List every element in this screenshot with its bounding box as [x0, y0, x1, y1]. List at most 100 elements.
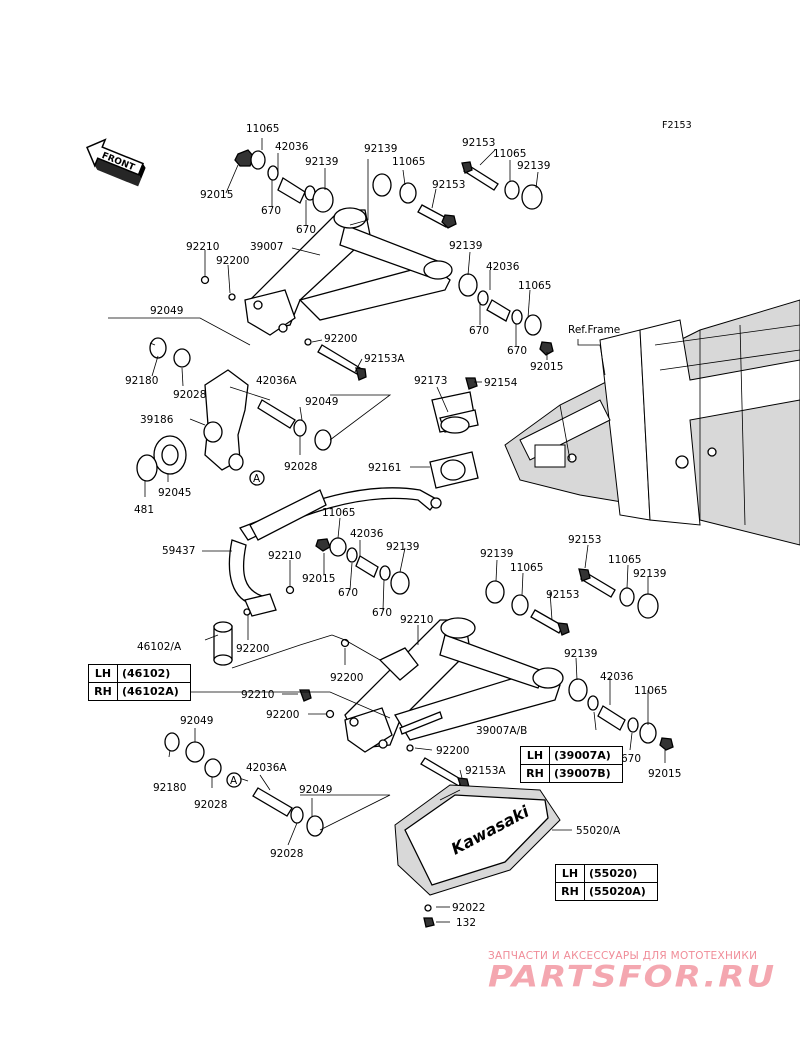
diagram-code: F2153 — [662, 120, 692, 131]
table-cell-part: (39007A) — [549, 746, 623, 765]
callout-c38: 59437 — [162, 545, 195, 557]
table-row: LH (55020) — [555, 864, 658, 883]
callout-c39: 92210 — [268, 550, 301, 562]
callout-c13: 92210 — [186, 241, 219, 253]
callout-c53: 92200 — [330, 672, 363, 684]
table-row: RH (55020A) — [555, 882, 658, 901]
watermark-brand: PARTSFOR.RU — [488, 960, 777, 994]
callout-c3: 92139 — [305, 156, 338, 168]
callout-c48: 92139 — [633, 568, 666, 580]
callout-c1: 11065 — [246, 123, 279, 135]
knuckle-assembly — [136, 337, 332, 482]
front-arrow-icon: FRONT — [86, 138, 146, 187]
callout-c71: 92022 — [452, 902, 485, 914]
callout-c35: 481 — [134, 504, 154, 516]
upper-arm-hardware — [200, 149, 554, 381]
stabilizer-clamps — [429, 377, 479, 489]
callout-c32: 92028 — [284, 461, 317, 473]
callout-c42: 670 — [338, 587, 358, 599]
callout-c20: 670 — [507, 345, 527, 357]
callout-c72: 132 — [456, 917, 476, 929]
marker-m2: A — [230, 775, 238, 787]
callout-c2: 42036 — [275, 141, 309, 153]
callout-c64: 92180 — [153, 782, 186, 794]
table-row: LH (46102) — [88, 664, 191, 683]
callout-c28: 92173 — [414, 375, 447, 387]
callout-c25: 92180 — [125, 375, 158, 387]
callout-c27: 42036A — [256, 375, 297, 387]
callout-c40: 92139 — [386, 541, 419, 553]
callout-c47: 11065 — [608, 554, 641, 566]
callout-c60: 39007A/B — [476, 725, 527, 737]
callout-c22: 92049 — [150, 305, 183, 317]
callout-c57: 92210 — [241, 689, 274, 701]
table-39007: LH (39007A) RH (39007B) — [520, 746, 623, 783]
table-cell-side: RH — [555, 882, 585, 901]
callout-c26: 92028 — [173, 389, 206, 401]
callout-c41: 92015 — [302, 573, 335, 585]
stabilizer-bar — [213, 487, 442, 666]
callout-c10: 11065 — [493, 148, 526, 160]
callout-labels: 11065 42036 92139 92015 670 670 92139 11… — [125, 123, 681, 929]
table-row: RH (39007B) — [520, 764, 623, 783]
table-row: LH (39007A) — [520, 746, 623, 765]
leader-lines — [108, 138, 666, 923]
callout-c24: 92153A — [364, 353, 405, 365]
callout-c34: 92045 — [158, 487, 191, 499]
callout-c67: 92153A — [465, 765, 506, 777]
table-cell-side: RH — [520, 764, 550, 783]
lower-knuckle-hardware — [164, 732, 324, 837]
callout-c6: 670 — [296, 224, 316, 236]
marker-m1: A — [253, 473, 261, 485]
callout-c45: 11065 — [510, 562, 543, 574]
callout-c69: 55020/A — [576, 825, 621, 837]
table-46102: LH (46102) RH (46102A) — [88, 664, 191, 701]
lower-right-hardware — [406, 678, 674, 791]
table-55020: LH (55020) RH (55020A) — [555, 864, 658, 901]
callout-c21: 92015 — [530, 361, 563, 373]
callout-c65: 92028 — [194, 799, 227, 811]
callout-c29: 92154 — [484, 377, 518, 389]
callout-c30: 39186 — [140, 414, 174, 426]
table-row: RH (46102A) — [88, 682, 191, 701]
callout-c11: 92139 — [517, 160, 550, 172]
table-cell-side: LH — [88, 664, 118, 683]
callout-c52: 92200 — [236, 643, 269, 655]
callout-c23: 92200 — [324, 333, 357, 345]
callout-c31: 92049 — [305, 396, 338, 408]
table-cell-part: (39007B) — [549, 764, 623, 783]
callout-c46: 92153 — [568, 534, 601, 546]
table-cell-side: LH — [520, 746, 550, 765]
table-cell-part: (55020A) — [584, 882, 658, 901]
upper-a-arm — [244, 207, 453, 336]
watermark-subtitle: ЗАПЧАСТИ И АКСЕССУАРЫ ДЛЯ МОТОТЕХНИКИ — [488, 950, 758, 962]
callout-c44: 92139 — [480, 548, 513, 560]
callout-c9: 92153 — [462, 137, 495, 149]
frame-label: Ref.Frame — [568, 324, 620, 336]
callout-c62: 670 — [621, 753, 641, 765]
lower-a-arm — [344, 617, 564, 753]
callout-c63: 92015 — [648, 768, 681, 780]
callout-c49: 92153 — [546, 589, 579, 601]
callout-c33: 92161 — [368, 462, 401, 474]
frame-drawing — [504, 299, 800, 546]
callout-c56: 11065 — [634, 685, 667, 697]
callout-c36: 11065 — [322, 507, 355, 519]
callout-c8: 11065 — [392, 156, 425, 168]
callout-c5: 670 — [261, 205, 281, 217]
callout-c19: 670 — [469, 325, 489, 337]
callout-c37: 42036 — [350, 528, 384, 540]
callout-c68: 92049 — [299, 784, 332, 796]
callout-c17: 42036 — [486, 261, 520, 273]
callout-c14: 39007 — [250, 241, 283, 253]
callout-c58: 92200 — [266, 709, 299, 721]
callout-c59: 92049 — [180, 715, 213, 727]
callout-c7: 92139 — [364, 143, 397, 155]
callout-c43: 670 — [372, 607, 392, 619]
callout-c16: 92139 — [449, 240, 482, 252]
callout-c66: 42036A — [246, 762, 287, 774]
table-cell-side: LH — [555, 864, 585, 883]
table-cell-part: (46102A) — [117, 682, 191, 701]
callout-c15: 92200 — [216, 255, 249, 267]
